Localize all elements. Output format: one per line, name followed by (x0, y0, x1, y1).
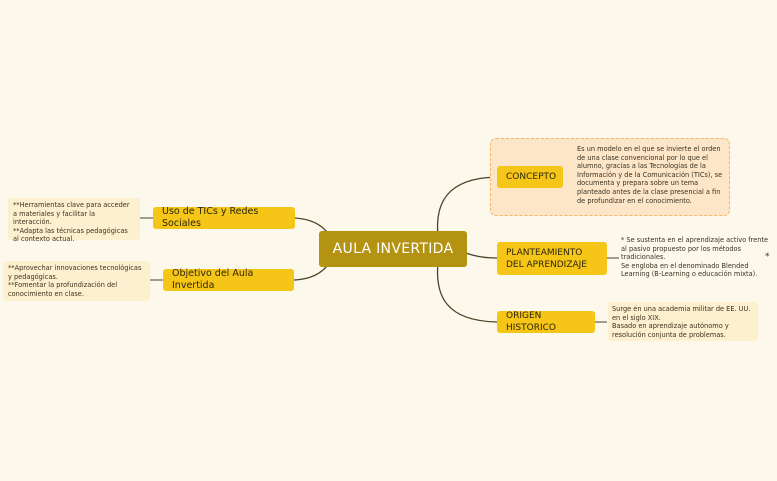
central-topic[interactable]: AULA INVERTIDA (319, 231, 467, 267)
topic-uso-tics[interactable]: Uso de TICs y Redes Sociales (153, 206, 295, 229)
topic-origen[interactable]: ORIGEN HISTORICO (497, 311, 595, 333)
concepto-group-box (490, 138, 730, 216)
topic-objetivo[interactable]: Objetivo del Aula Invertida (163, 268, 294, 291)
note-planteamiento: * Se sustenta en el aprendizaje activo f… (621, 236, 769, 279)
note-concepto: Es un modelo en el que se invierte el or… (577, 145, 723, 205)
note-origen: Surge en una academia militar de EE. UU.… (608, 302, 758, 341)
note-uso-tics: **Herramientas clave para acceder a mate… (8, 198, 140, 243)
planteamiento-marker: * (765, 252, 770, 262)
note-objetivo: **Aprovechar innovaciones tecnológicas y… (3, 261, 150, 301)
topic-planteamiento[interactable]: PLANTEAMIENTO DEL APRENDIZAJE (497, 242, 607, 275)
topic-concepto[interactable]: CONCEPTO (497, 166, 563, 188)
